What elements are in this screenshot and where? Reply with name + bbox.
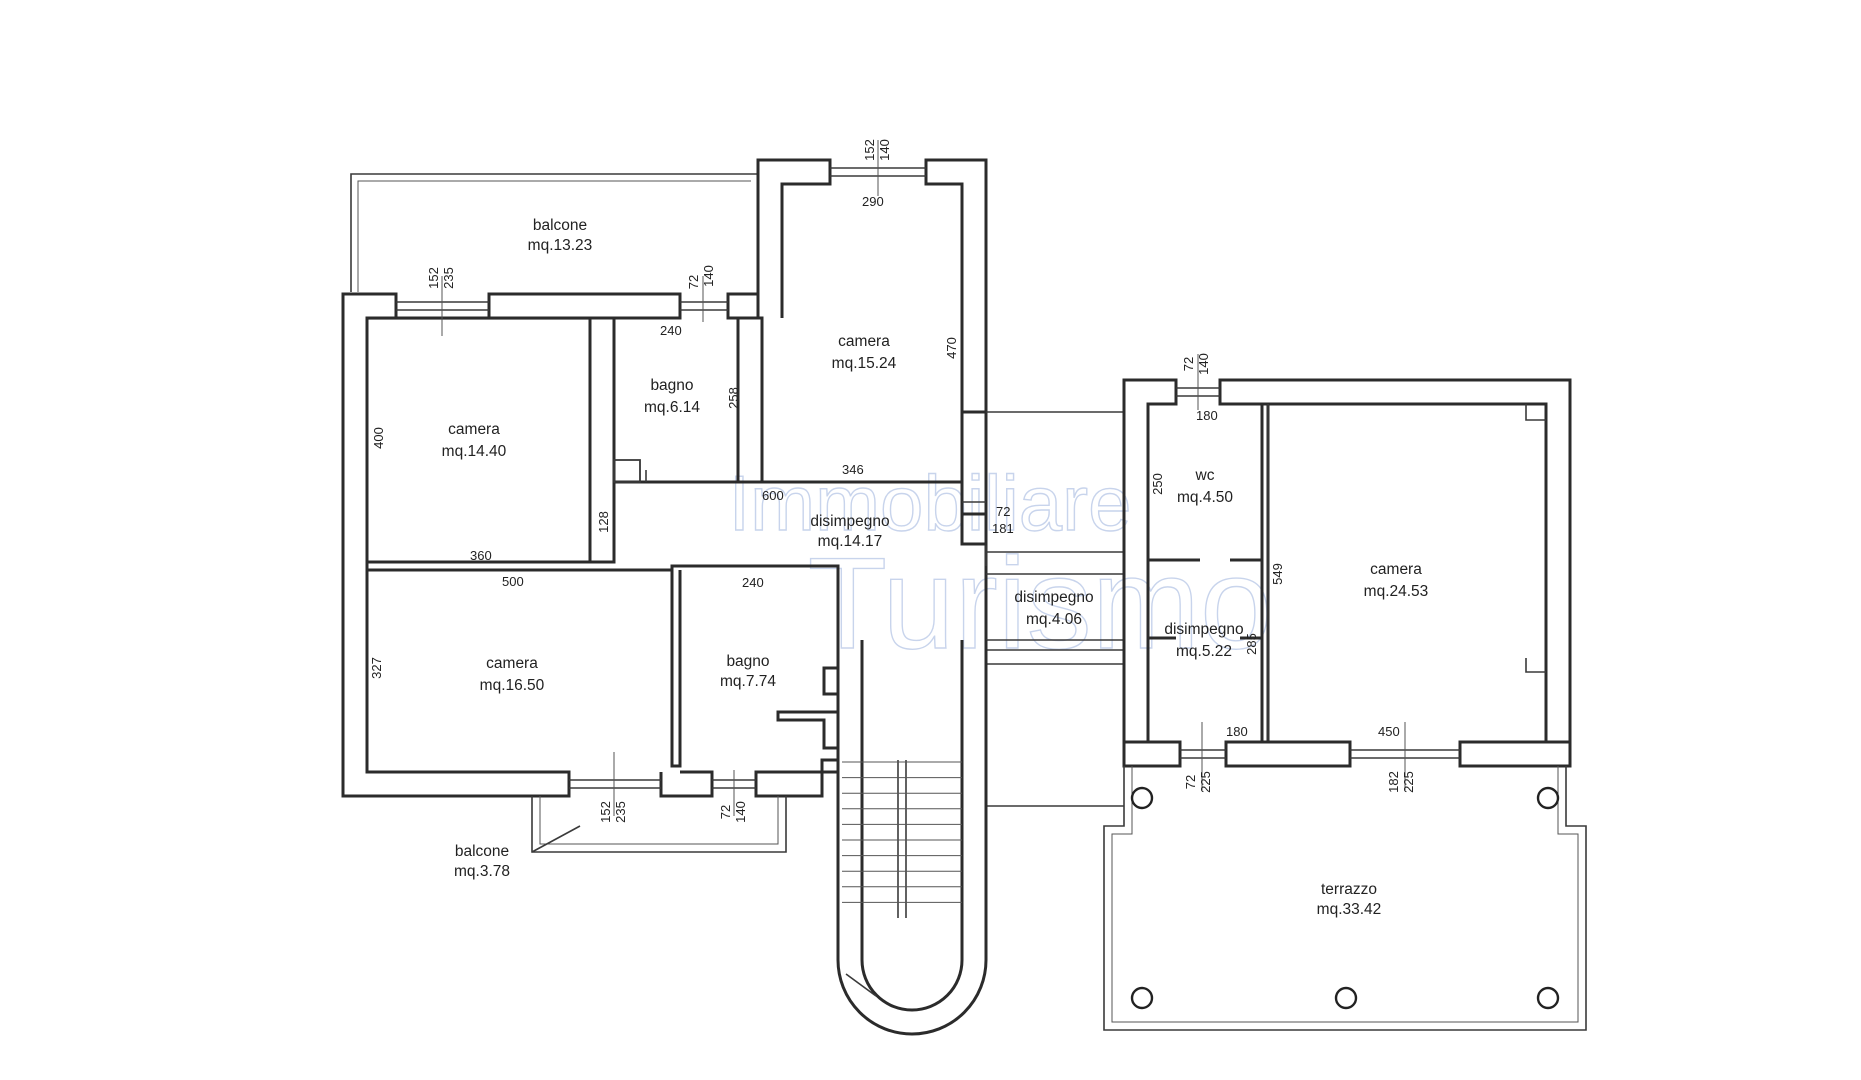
staircase: [836, 640, 988, 1036]
dim-label: 140: [701, 265, 716, 287]
room-name: disimpegno: [810, 513, 889, 530]
dim-label: 72: [718, 805, 733, 819]
terrazzo: [1103, 766, 1587, 1031]
room-name: bagno: [650, 377, 693, 394]
dim-label: 549: [1270, 563, 1285, 585]
room-name: balcone: [533, 217, 587, 234]
column-icon: [1334, 986, 1358, 1010]
dim-label: 250: [1150, 473, 1165, 495]
dim-label: 180: [1196, 408, 1218, 423]
room-area: mq.4.50: [1177, 489, 1233, 506]
dim-label: 327: [369, 657, 384, 679]
room-name: camera: [448, 421, 500, 438]
dim-label: 360: [470, 548, 492, 563]
left-block-walls: [341, 158, 988, 798]
room-name: disimpegno: [1014, 589, 1093, 606]
dim-label: 290: [862, 194, 884, 209]
dim-label: 140: [877, 139, 892, 161]
windows-left: [396, 140, 1406, 816]
dim-label: 225: [1198, 771, 1213, 793]
room-name: balcone: [455, 843, 509, 860]
room-area: mq.5.22: [1176, 643, 1232, 660]
right-block-walls: [1122, 378, 1572, 768]
dim-label: 181: [992, 521, 1014, 536]
corridor-walls: [836, 411, 1124, 807]
watermark-line2: Turismo: [808, 530, 1273, 676]
room-name: bagno: [726, 653, 769, 670]
dim-label: 240: [660, 323, 682, 338]
dim-label: 400: [371, 427, 386, 449]
dim-label: 600: [762, 488, 784, 503]
room-labels: balcone mq.13.23 camera mq.14.40 bagno m…: [442, 217, 1429, 918]
room-area: mq.16.50: [480, 677, 545, 694]
dim-label: 152: [426, 267, 441, 289]
dim-label: 152: [598, 801, 613, 823]
room-area: mq.24.53: [1364, 583, 1429, 600]
dim-label: 72: [1181, 357, 1196, 371]
dimension-labels: 152 140 290 470 346 152 235 72 140 240 2…: [369, 139, 1416, 823]
column-icon: [1536, 786, 1560, 810]
room-area: mq.14.40: [442, 443, 507, 460]
room-name: camera: [838, 333, 890, 350]
dim-label: 140: [1196, 353, 1211, 375]
room-area: mq.15.24: [832, 355, 897, 372]
column-icon: [1130, 986, 1154, 1010]
room-name: terrazzo: [1321, 881, 1377, 898]
dim-label: 72: [1183, 775, 1198, 789]
dim-label: 128: [596, 511, 611, 533]
room-area: mq.14.17: [818, 533, 883, 550]
dim-label: 235: [613, 801, 628, 823]
dim-label: 285: [1244, 633, 1259, 655]
dim-label: 450: [1378, 724, 1400, 739]
dim-label: 470: [944, 337, 959, 359]
dim-label: 500: [502, 574, 524, 589]
dim-label: 152: [862, 139, 877, 161]
dim-label: 235: [441, 267, 456, 289]
dim-label: 72: [996, 504, 1010, 519]
column-icon: [1130, 786, 1154, 810]
room-area: mq.7.74: [720, 673, 776, 690]
room-area: mq.4.06: [1026, 611, 1082, 628]
room-area: mq.33.42: [1317, 901, 1382, 918]
dim-label: 72: [686, 275, 701, 289]
dim-label: 225: [1401, 771, 1416, 793]
dim-label: 182: [1386, 771, 1401, 793]
room-name: wc: [1195, 467, 1215, 484]
dim-label: 240: [742, 575, 764, 590]
column-icon: [1536, 986, 1560, 1010]
dim-label: 346: [842, 462, 864, 477]
room-name: disimpegno: [1164, 621, 1243, 638]
room-area: mq.3.78: [454, 863, 510, 880]
room-area: mq.13.23: [528, 237, 593, 254]
dim-label: 258: [726, 387, 741, 409]
dim-label: 180: [1226, 724, 1248, 739]
room-name: camera: [1370, 561, 1422, 578]
dim-label: 140: [733, 801, 748, 823]
room-area: mq.6.14: [644, 399, 700, 416]
room-name: camera: [486, 655, 538, 672]
watermark-line1: Immobiliare: [728, 459, 1131, 547]
balcone-bottom: [531, 796, 787, 853]
